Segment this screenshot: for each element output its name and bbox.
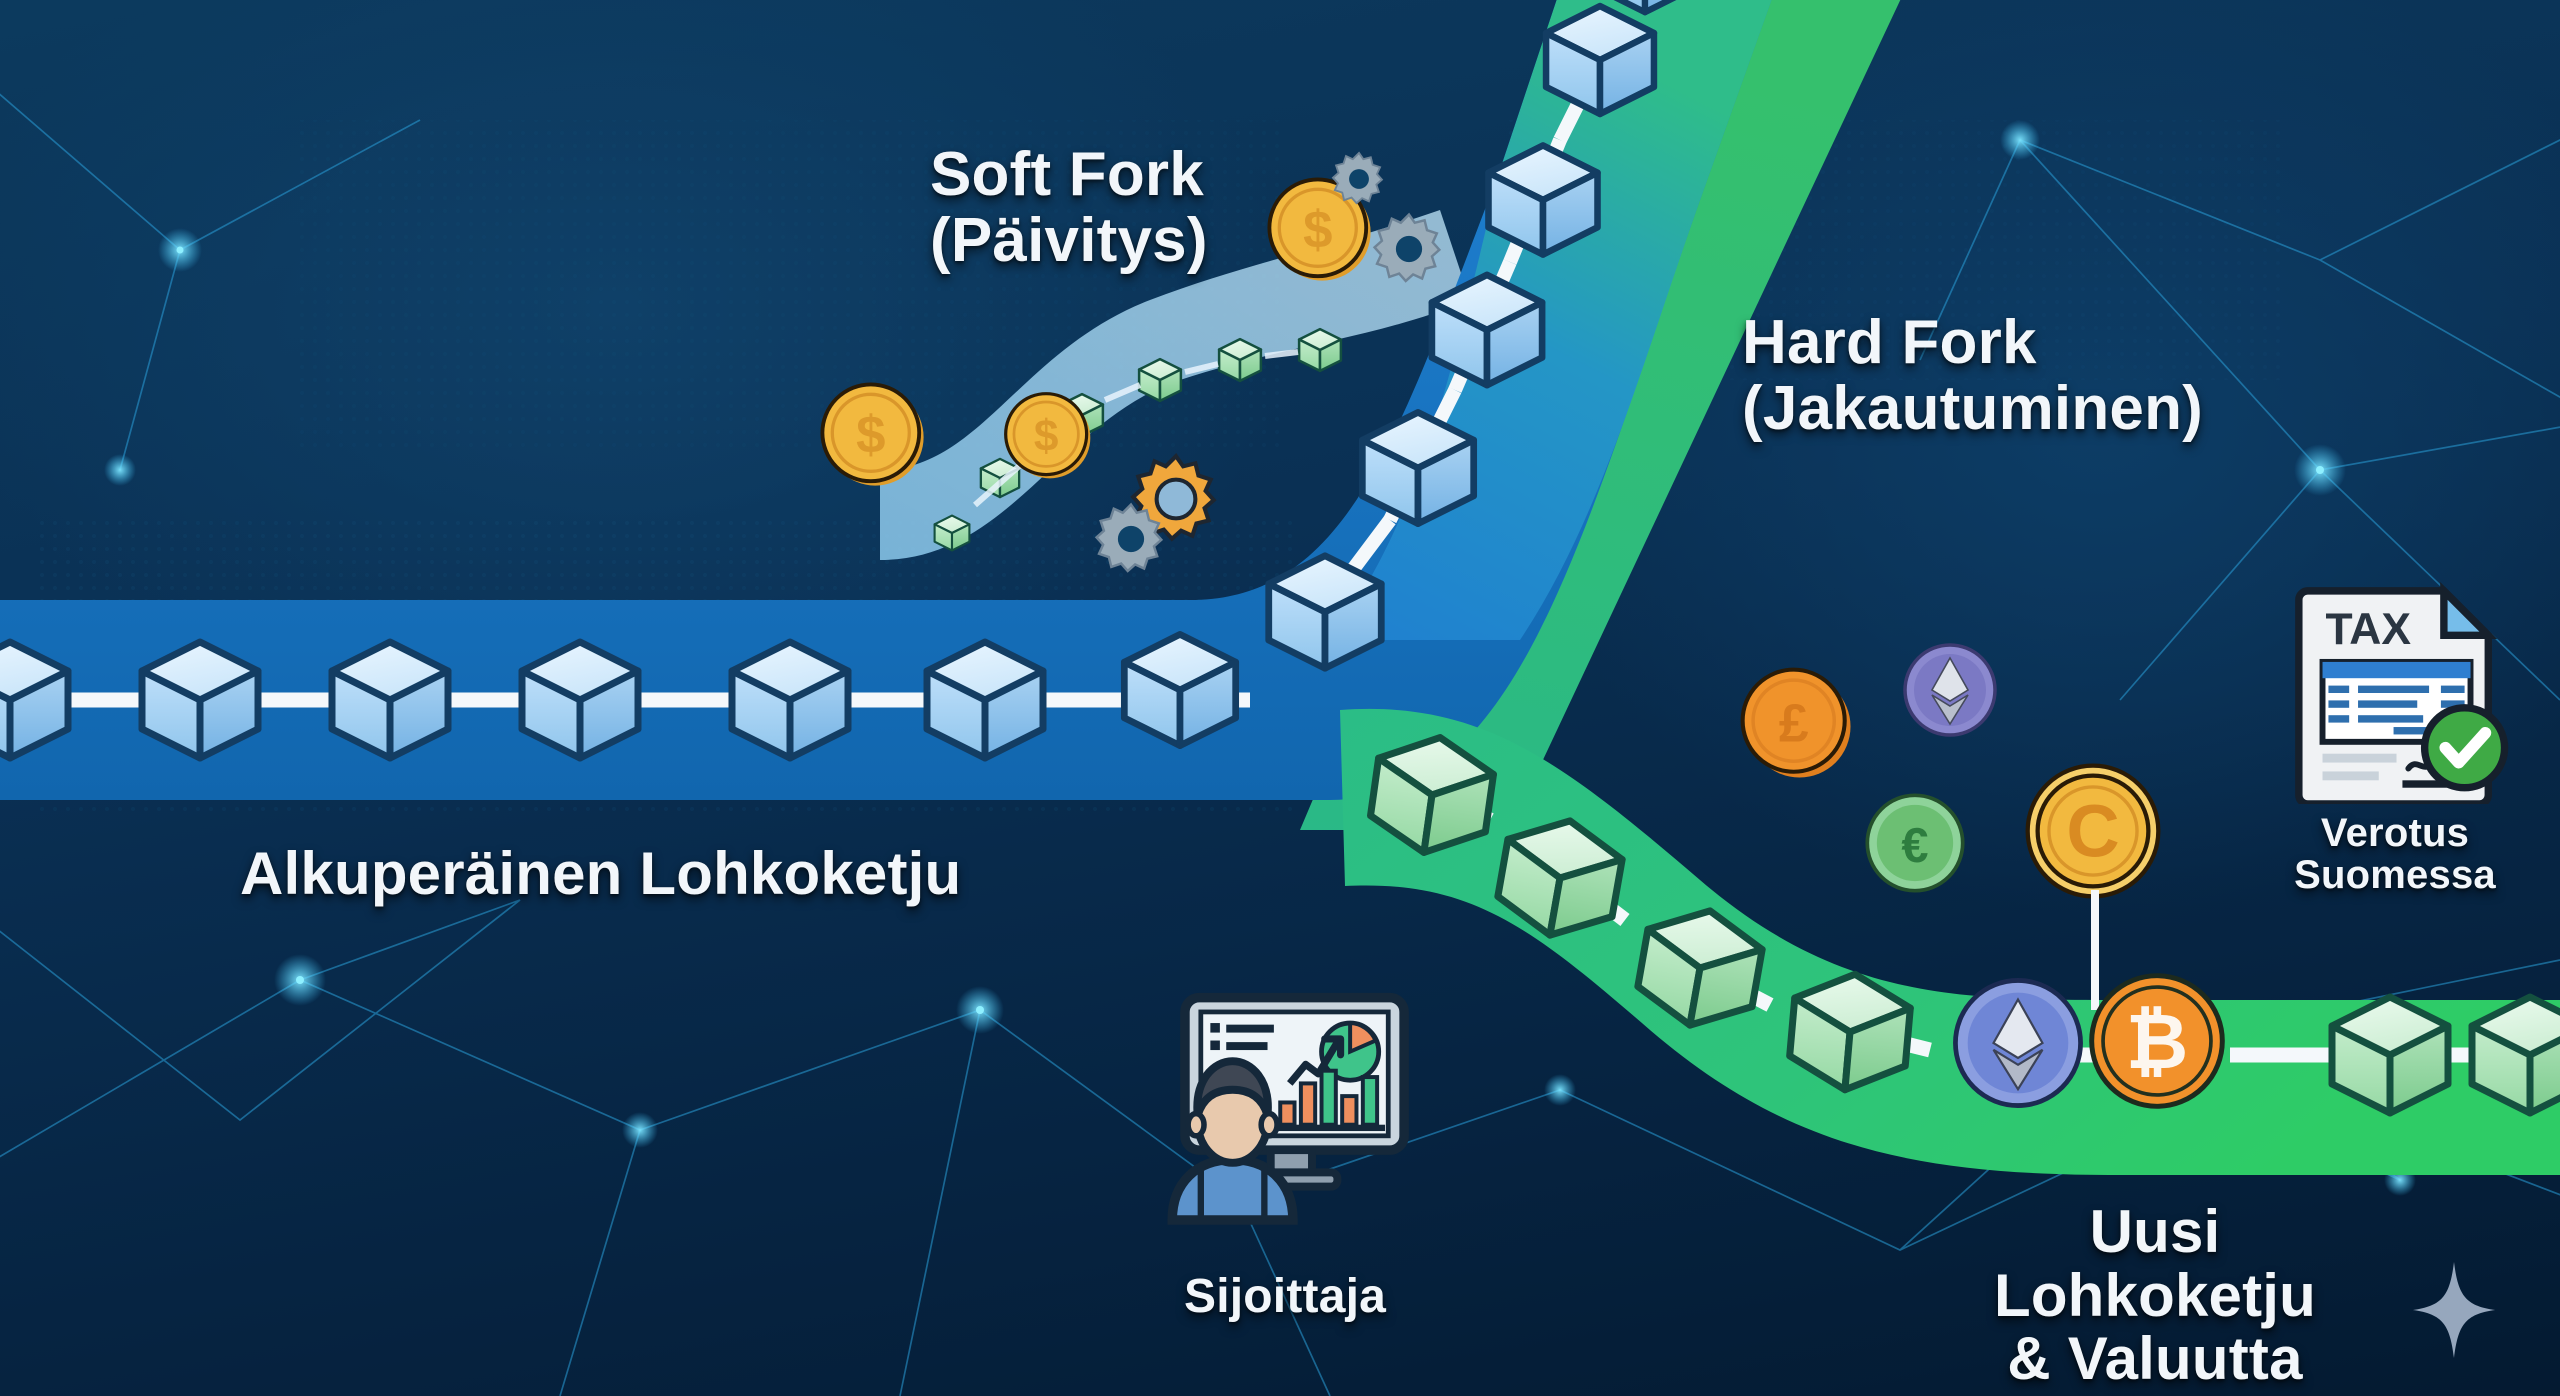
svg-text:₿: ₿ [2126, 1000, 2188, 1085]
sparkle-star-icon [2412, 1262, 2496, 1358]
soft-fork-label: Soft Fork (Päivitys) [930, 142, 1208, 273]
ethereum-coin-icon [1953, 978, 2083, 1108]
svg-text:$: $ [856, 406, 885, 465]
new-chain-label: Uusi Lohkoketju & Valuutta [1953, 1200, 2358, 1391]
crypto-coin-icon: C [2025, 763, 2161, 899]
soft-fork-branch-band [880, 210, 1470, 560]
gear-icon-orange [1130, 452, 1217, 542]
hard-fork-label-line1: Hard Fork [1742, 308, 2037, 377]
gear-icon-small-gray [1331, 151, 1384, 205]
ethereum-coin-icon [1903, 643, 1997, 737]
taxation-label-line1: Verotus [2320, 811, 2470, 855]
svg-text:€: € [1901, 819, 1928, 873]
investor-label: Sijoittaja [1183, 1270, 1387, 1323]
hard-fork-label: Hard Fork (Jakautuminen) [1742, 310, 2203, 441]
new-chain-label-line1: Uusi Lohkoketju [1993, 1198, 2316, 1329]
dollar-coin-icon: $ [1004, 392, 1091, 479]
hard-fork-upper-blocks [1269, 0, 1697, 668]
gear-icon-medium-gray [1372, 212, 1442, 283]
gear-icon-gray-pair [1094, 502, 1164, 573]
taxation-label-line2: Suomessa [2294, 853, 2496, 898]
taxation-label: Verotus Suomessa [2294, 812, 2496, 897]
soft-fork-label-line1: Soft Fork [930, 140, 1204, 209]
new-chain-label-line2: & Valuutta [2007, 1325, 2303, 1393]
dollar-coin-icon: $ [820, 382, 924, 486]
coin-connector-line [2091, 890, 2099, 1010]
euro-coin-icon: € [1865, 793, 1965, 893]
svg-text:$: $ [1303, 201, 1332, 260]
soft-fork-label-line2: (Päivitys) [930, 205, 1208, 275]
dollar-coin-icon: $ [1267, 177, 1371, 281]
bitcoin-coin-icon: ₿ [2089, 973, 2225, 1109]
tax-document-icon[interactable]: TAX [2282, 582, 2514, 804]
investor-monitor-icon[interactable] [1150, 988, 1420, 1236]
svg-text:C: C [2066, 790, 2119, 873]
original-chain-label: Alkuperäinen Lohkoketju [240, 840, 962, 907]
hard-fork-label-line2: (Jakautuminen) [1742, 373, 2203, 443]
svg-text:TAX: TAX [2325, 605, 2411, 654]
pound-coin-icon: £ [1740, 667, 1851, 778]
svg-text:£: £ [1779, 695, 1809, 754]
svg-text:$: $ [1034, 412, 1059, 461]
